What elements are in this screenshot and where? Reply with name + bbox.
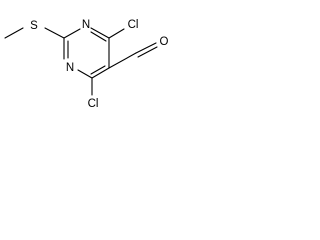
bond-aldehyde-oxygen-double bbox=[137, 46, 158, 58]
bond-n-top-c6 bbox=[90, 27, 110, 39]
bond-c5-c4 bbox=[91, 67, 110, 79]
bond-aldehyde-oxygen bbox=[135, 42, 157, 54]
atom-sulfur: S bbox=[30, 20, 38, 32]
atom-nitrogen-bottom: N bbox=[66, 62, 74, 74]
bond-c5-aldehyde bbox=[108, 52, 137, 69]
bond-n-top-c6-double bbox=[90, 31, 107, 42]
chemical-structure-diagram: S N N Cl Cl O bbox=[4, 19, 169, 110]
bond-c6-cl-top bbox=[108, 28, 125, 39]
atom-labels: S N N Cl Cl O bbox=[30, 19, 168, 110]
bond-c2-n-top bbox=[63, 28, 81, 39]
bond-sulfur-c2 bbox=[44, 27, 65, 39]
atom-nitrogen-top: N bbox=[82, 19, 90, 31]
atom-chlorine-top: Cl bbox=[128, 19, 139, 31]
atom-chlorine-bottom: Cl bbox=[88, 98, 99, 110]
bonds bbox=[4, 27, 158, 96]
atom-oxygen: O bbox=[160, 36, 169, 48]
bond-c5-c4-double bbox=[90, 65, 106, 75]
bond-c4-n-bottom bbox=[77, 69, 93, 79]
bond-methyl-sulfur bbox=[4, 27, 24, 39]
